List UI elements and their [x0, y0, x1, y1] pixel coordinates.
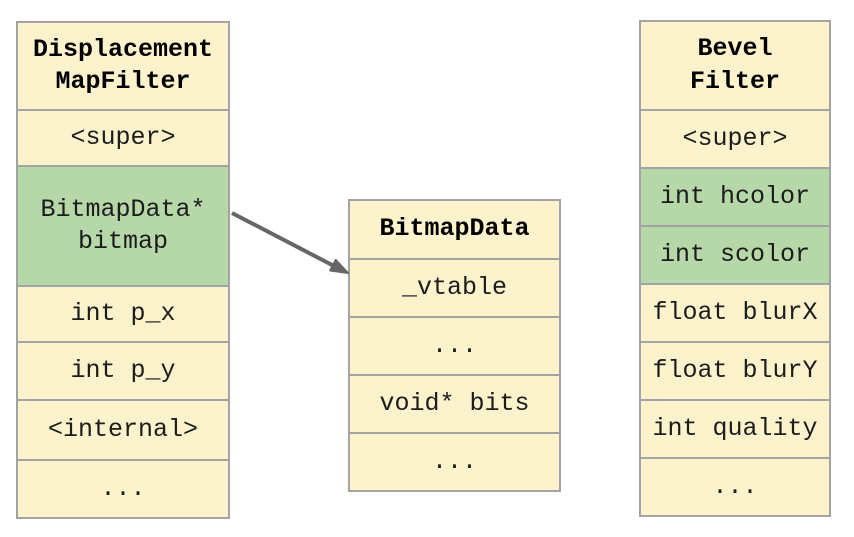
table-title-displacement-map-filter: Displacement MapFilter — [32, 34, 214, 97]
field-cell-quality: int quality — [641, 399, 829, 457]
field-cell-hcolor: int hcolor — [641, 167, 829, 225]
class-table-displacement-map-filter: Displacement MapFilter <super> BitmapDat… — [16, 21, 230, 519]
field-cell-p-y: int p_y — [18, 341, 228, 399]
field-cell-ellipsis: ... — [350, 432, 559, 490]
field-cell-bits: void* bits — [350, 374, 559, 432]
field-cell-super: <super> — [641, 109, 829, 167]
field-cell-bitmap-pointer: BitmapData* bitmap — [18, 165, 228, 285]
field-cell-super: <super> — [18, 109, 228, 165]
table-title-bevel-filter: Bevel Filter — [689, 34, 780, 96]
class-table-bitmap-data: BitmapData _vtable ... void* bits ... — [348, 199, 561, 492]
table-title-bitmap-data: BitmapData — [379, 214, 530, 244]
field-cell-p-x: int p_x — [18, 285, 228, 341]
field-cell-ellipsis: ... — [18, 459, 228, 517]
field-cell-vtable: _vtable — [350, 258, 559, 316]
field-cell-ellipsis: ... — [350, 316, 559, 374]
field-cell-blurx: float blurX — [641, 283, 829, 341]
field-cell-ellipsis: ... — [641, 457, 829, 515]
field-cell-internal: <internal> — [18, 399, 228, 459]
field-cell-blury: float blurY — [641, 341, 829, 399]
field-cell-scolor: int scolor — [641, 225, 829, 283]
class-table-bevel-filter: Bevel Filter <super> int hcolor int scol… — [639, 20, 831, 517]
